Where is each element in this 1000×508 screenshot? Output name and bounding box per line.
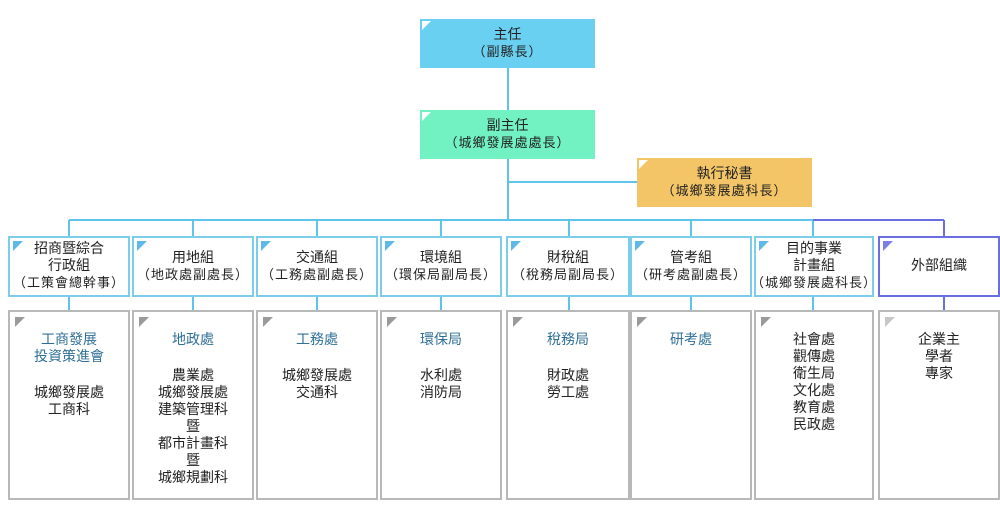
member-unit: 城鄉規劃科 xyxy=(158,470,228,486)
lead-unit: 地政處 xyxy=(172,332,214,348)
external-members-box: 企業主學者專家 xyxy=(878,310,1000,500)
corner-marker-icon xyxy=(637,317,647,327)
unit-box: 地政處農業處城鄉發展處建築管理科暨都市計畫科暨城鄉規劃科 xyxy=(132,310,254,500)
corner-marker-icon xyxy=(639,160,648,169)
corner-marker-icon xyxy=(387,317,397,327)
group-box: 環境組（環保局副局長） xyxy=(380,236,502,297)
lead-unit: 環保局 xyxy=(420,332,462,348)
group-subtitle: （稅務局副局長） xyxy=(511,267,624,283)
unit-box: 稅務局財政處勞工處 xyxy=(506,310,630,500)
corner-marker-icon xyxy=(261,241,271,251)
corner-marker-icon xyxy=(139,317,149,327)
unit-box: 工務處城鄉發展處交通科 xyxy=(256,310,378,500)
member-unit: 城鄉發展處 xyxy=(158,385,228,401)
corner-marker-icon xyxy=(137,241,147,251)
member-unit: 社會處 xyxy=(793,332,835,348)
group-subtitle: （研考處副處長） xyxy=(634,267,747,283)
corner-marker-icon xyxy=(263,317,273,327)
group-title: 招商暨綜合 xyxy=(34,241,104,257)
member-unit: 企業主 xyxy=(918,332,960,348)
group-box: 招商暨綜合行政組 （工策會總幹事） xyxy=(8,236,130,297)
member-unit: 財政處 xyxy=(547,368,589,384)
corner-marker-icon xyxy=(883,241,893,251)
group-box: 管考組（研考處副處長） xyxy=(630,236,752,297)
member-unit: 交通科 xyxy=(296,385,338,401)
director-subtitle: （副縣長） xyxy=(472,44,543,60)
member-unit: 水利處 xyxy=(420,368,462,384)
member-unit: 工商科 xyxy=(48,402,90,418)
member-unit: 建築管理科 xyxy=(158,402,228,418)
lead-unit: 稅務局 xyxy=(547,332,589,348)
group-title: 環境組 xyxy=(420,249,462,266)
unit-box: 環保局水利處消防局 xyxy=(380,310,502,500)
group-box: 用地組（地政處副處長） xyxy=(132,236,254,297)
member-unit: 衛生局 xyxy=(793,366,835,382)
director-box: 主任 （副縣長） xyxy=(420,19,595,68)
corner-marker-icon xyxy=(635,241,645,251)
group-subtitle: （城鄉發展處科長） xyxy=(751,276,878,291)
corner-marker-icon xyxy=(513,317,523,327)
external-organization-box: 外部組織 xyxy=(878,236,1000,297)
member-unit: 勞工處 xyxy=(547,385,589,401)
deputy-director-box: 副主任 （城鄉發展處處長） xyxy=(420,110,595,159)
group-box: 財稅組（稅務局副局長） xyxy=(506,236,630,297)
executive-secretary-box: 執行秘書 （城鄉發展處科長） xyxy=(637,158,812,207)
group-subtitle: （環保局副局長） xyxy=(384,267,497,283)
lead-unit: 工務處 xyxy=(296,332,338,348)
corner-marker-icon xyxy=(385,241,395,251)
group-title: 交通組 xyxy=(296,249,338,266)
lead-unit: 投資策進會 xyxy=(34,349,104,365)
member-unit: 文化處 xyxy=(793,383,835,399)
group-title: 外部組織 xyxy=(911,258,967,274)
lead-unit: 研考處 xyxy=(670,332,712,348)
corner-marker-icon xyxy=(511,241,521,251)
member-unit: 教育處 xyxy=(793,400,835,416)
member-unit: 暨 xyxy=(186,453,200,469)
member-unit: 暨 xyxy=(186,419,200,435)
member-unit: 民政處 xyxy=(793,417,835,433)
executive-secretary-subtitle: （城鄉發展處科長） xyxy=(661,183,788,199)
member-unit: 城鄉發展處 xyxy=(34,385,104,401)
corner-marker-icon xyxy=(422,21,431,30)
executive-secretary-title: 執行秘書 xyxy=(696,165,753,182)
member-unit: 學者 xyxy=(925,349,953,365)
corner-marker-icon xyxy=(15,317,25,327)
unit-box: 工商發展投資策進會城鄉發展處工商科 xyxy=(8,310,130,500)
group-title: 管考組 xyxy=(670,249,712,266)
member-unit: 城鄉發展處 xyxy=(282,368,352,384)
group-title: 用地組 xyxy=(172,249,214,266)
corner-marker-icon xyxy=(885,317,895,327)
corner-marker-icon xyxy=(759,241,769,251)
group-title: 計畫組 xyxy=(793,258,835,274)
deputy-director-subtitle: （城鄉發展處處長） xyxy=(444,135,571,151)
deputy-director-title: 副主任 xyxy=(486,117,529,134)
corner-marker-icon xyxy=(13,241,23,251)
group-title: 目的事業 xyxy=(786,241,842,257)
group-subtitle: （地政處副處長） xyxy=(136,267,249,283)
member-unit: 專家 xyxy=(925,366,953,382)
member-unit: 都市計畫科 xyxy=(158,436,228,452)
member-unit: 觀傳處 xyxy=(793,349,835,365)
group-box: 目的事業計畫組 （城鄉發展處科長） xyxy=(751,236,878,297)
lead-unit: 工商發展 xyxy=(41,332,97,348)
group-title: 行政組 xyxy=(48,258,90,274)
unit-box: 研考處 xyxy=(630,310,752,500)
group-title: 財稅組 xyxy=(547,249,589,266)
director-title: 主任 xyxy=(493,26,522,43)
group-box: 交通組（工務處副處長） xyxy=(256,236,378,297)
corner-marker-icon xyxy=(761,317,771,327)
member-unit: 消防局 xyxy=(420,385,462,401)
group-subtitle: （工策會總幹事） xyxy=(12,276,125,291)
corner-marker-icon xyxy=(422,112,431,121)
member-unit: 農業處 xyxy=(172,368,214,384)
unit-box: 社會處觀傳處衛生局文化處教育處民政處 xyxy=(754,310,874,500)
group-subtitle: （工務處副處長） xyxy=(260,267,373,283)
